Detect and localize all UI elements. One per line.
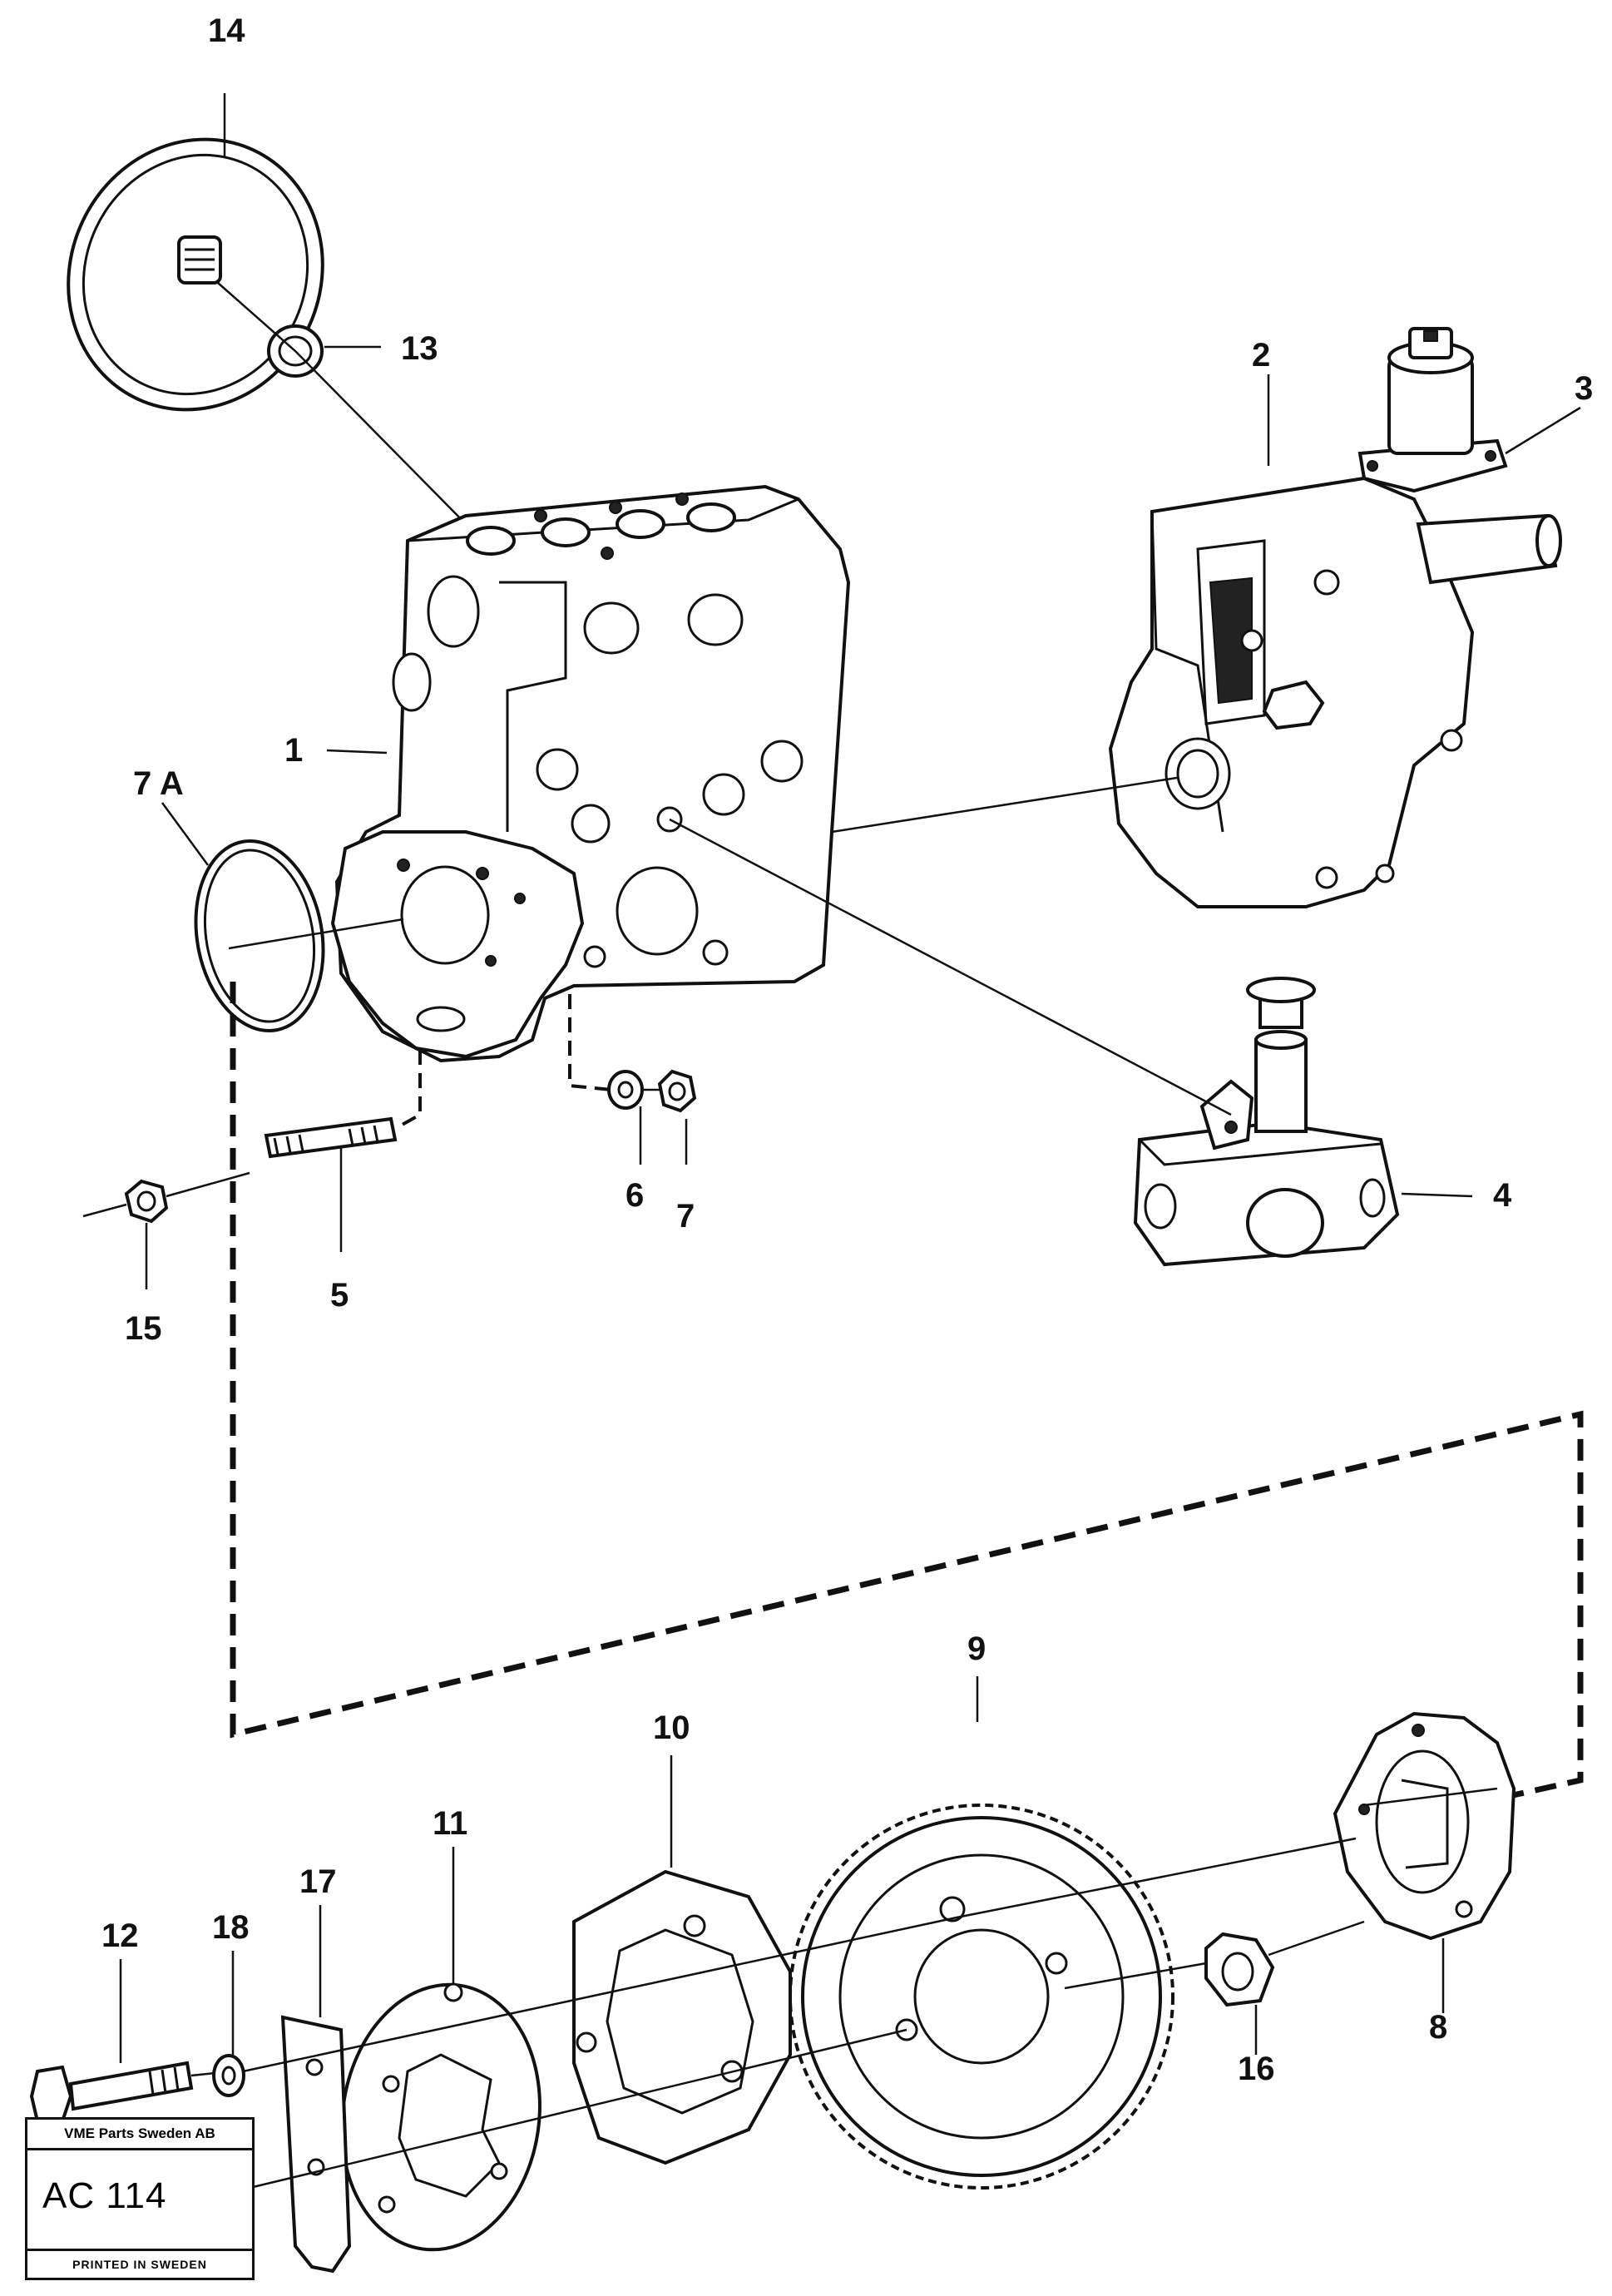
part-10-coupling: [572, 1869, 792, 2165]
part-7-nut: [657, 1069, 697, 1113]
stamp-code: AC 114: [42, 2175, 167, 2216]
callout-15: 15: [125, 1310, 162, 1347]
callout-3: 3: [1575, 370, 1593, 407]
callout-18: 18: [212, 1909, 250, 1946]
part-4-feed-pump: [1133, 977, 1400, 1267]
callout-9: 9: [967, 1630, 986, 1667]
callout-11: 11: [433, 1805, 467, 1842]
part-7a-o-ring: [194, 839, 325, 1032]
part-17-lock-plate: [280, 2015, 352, 2274]
part-14-cover-plate: [67, 137, 324, 412]
part-18-washer: [212, 2054, 245, 2097]
part-6-washer: [607, 1070, 644, 1110]
stamp-printed: PRINTED IN SWEDEN: [27, 2249, 252, 2278]
part-5-stud: [264, 1116, 398, 1159]
part-12-bolt: [29, 2061, 194, 2123]
callout-7a: 7 A: [133, 765, 184, 802]
part-1-injection-pump: [330, 484, 851, 1063]
callout-8: 8: [1429, 2009, 1447, 2046]
callout-7: 7: [676, 1198, 695, 1235]
part-9-gear: [789, 1804, 1174, 2190]
stamp-company: VME Parts Sweden AB: [27, 2120, 252, 2150]
callout-5: 5: [330, 1277, 349, 1314]
callout-1: 1: [284, 732, 303, 769]
callout-14: 14: [208, 12, 245, 49]
part-15-nut: [124, 1179, 169, 1224]
part-2-governor: [1108, 476, 1562, 908]
part-3-solenoid: [1357, 327, 1508, 493]
part-16-nut: [1204, 1932, 1275, 2007]
callout-16: 16: [1238, 2051, 1275, 2087]
callout-17: 17: [299, 1863, 337, 1900]
callout-4: 4: [1493, 1177, 1512, 1214]
callout-12: 12: [101, 1917, 139, 1954]
callout-2: 2: [1252, 337, 1270, 374]
part-8-hub: [1333, 1711, 1516, 1941]
callout-6: 6: [626, 1177, 644, 1214]
callout-10: 10: [653, 1710, 690, 1746]
callout-13: 13: [401, 330, 438, 367]
part-11-drive-plate: [340, 1982, 541, 2252]
catalog-stamp: VME Parts Sweden AB AC 114 PRINTED IN SW…: [25, 2117, 255, 2280]
